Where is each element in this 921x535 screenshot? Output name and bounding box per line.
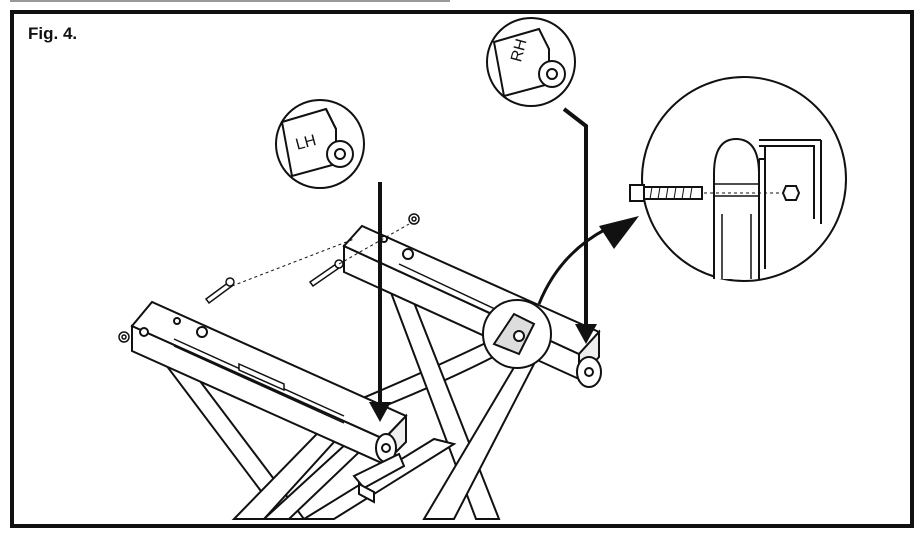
figure-frame: Fig. 4. [10,10,914,528]
assembly-illustration: LH RH [118,17,847,520]
bolt-2 [308,259,344,288]
joint-magnifier [482,299,552,369]
lh-down-arrow [369,182,391,422]
left-wheel [352,433,406,504]
bolt-1 [204,277,235,305]
left-frame-bar [130,300,408,467]
nut-1 [408,213,420,225]
figure-label: Fig. 4. [28,24,78,43]
nut-2 [118,331,130,343]
rh-marker-text: RH [508,37,530,64]
guide-lines [231,223,410,287]
rh-callout: RH [486,17,576,107]
curved-arrow [537,216,639,305]
rh-down-arrow [562,107,597,344]
lh-callout: LH [275,99,365,189]
right-wheel [576,356,602,388]
lh-marker-text: LH [294,132,318,154]
zoom-detail [629,76,847,282]
top-rule [10,0,450,2]
